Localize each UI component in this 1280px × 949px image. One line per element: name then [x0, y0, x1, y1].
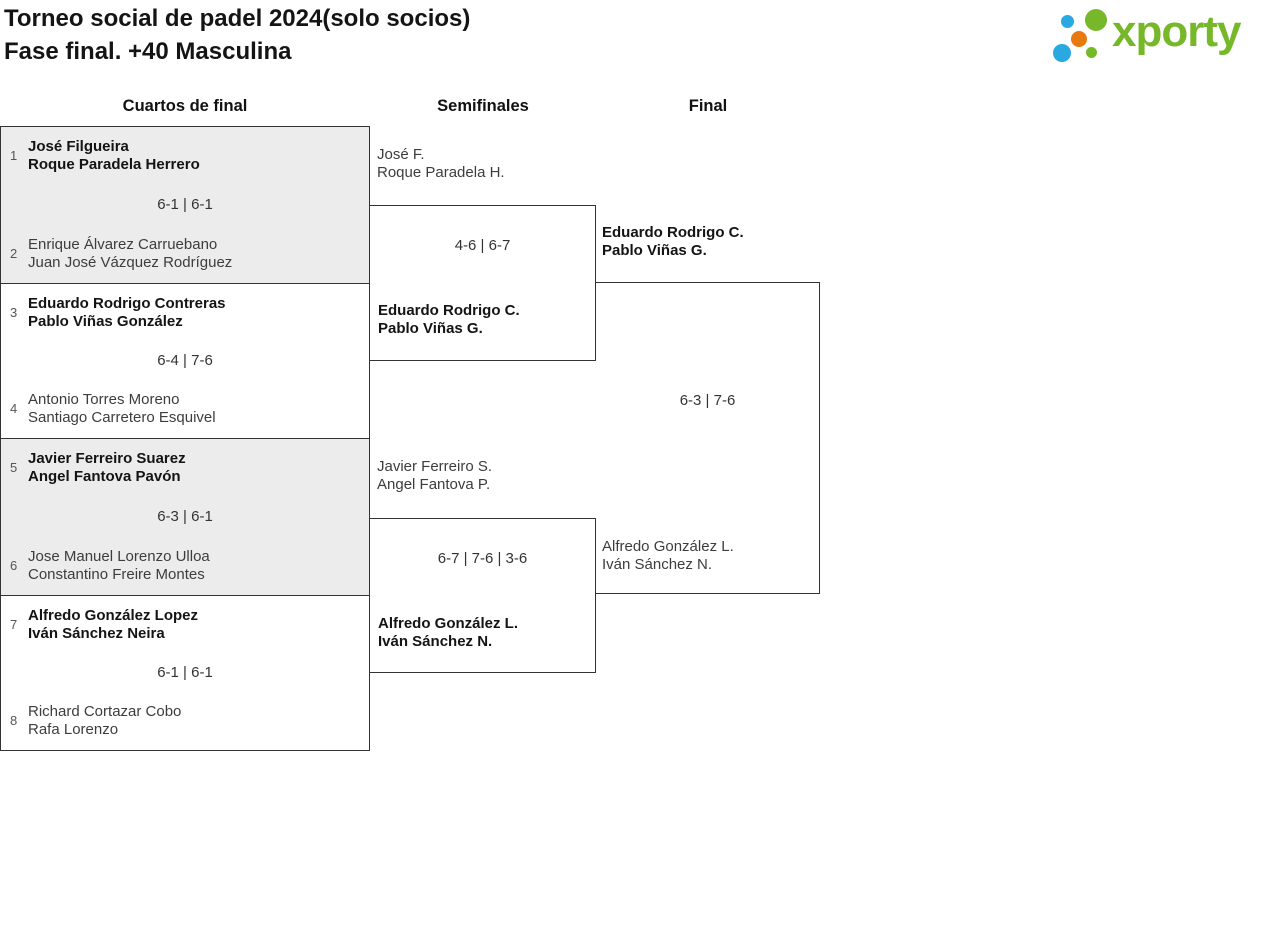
final-team-top: Eduardo Rodrigo C. Pablo Viñas G. — [602, 224, 744, 260]
player-name: Angel Fantova Pavón — [28, 468, 181, 485]
seed-number: 7 — [10, 617, 18, 632]
player-name: Pablo Viñas González — [28, 313, 183, 330]
player-name: Alfredo González L. — [378, 615, 519, 632]
player-name: Pablo Viñas G. — [602, 242, 707, 259]
player-name: Jose Manuel Lorenzo Ulloa — [28, 548, 210, 565]
logo-dot-green-large-icon — [1085, 9, 1107, 31]
match-score: 6-1 | 6-1 — [157, 664, 213, 681]
player-name: Iván Sánchez N. — [602, 556, 713, 573]
player-name: Eduardo Rodrigo Contreras — [28, 295, 226, 312]
player-name: Alfredo González Lopez — [28, 607, 199, 624]
seed-number: 1 — [10, 148, 18, 163]
seed-number: 6 — [10, 558, 18, 573]
player-name: Antonio Torres Moreno — [28, 391, 180, 408]
seed-number: 5 — [10, 460, 18, 475]
sf1-team-bottom: Eduardo Rodrigo C. Pablo Viñas G. — [378, 302, 520, 338]
player-name: Javier Ferreiro Suarez — [28, 450, 186, 467]
player-name: Alfredo González L. — [602, 538, 734, 555]
final-team-bottom: Alfredo González L. Iván Sánchez N. — [602, 538, 734, 574]
player-name: Eduardo Rodrigo C. — [602, 224, 744, 241]
qf-match-4: 7 Alfredo González Lopez Iván Sánchez Ne… — [1, 596, 369, 750]
round-header-semifinals: Semifinales — [437, 97, 529, 115]
player-name: Javier Ferreiro S. — [377, 458, 493, 475]
player-name: Pablo Viñas G. — [378, 320, 483, 337]
player-name: Angel Fantova P. — [377, 476, 491, 493]
team-pair: Enrique Álvarez Carruebano Juan José Váz… — [28, 236, 232, 272]
sf-match-2: 6-7 | 7-6 | 3-6 Alfredo González L. Iván… — [369, 518, 596, 673]
logo-wordmark: xporty — [1112, 7, 1241, 56]
sf2-team-bottom: Alfredo González L. Iván Sánchez N. — [378, 615, 518, 651]
player-name: Iván Sánchez Neira — [28, 625, 165, 642]
player-name: Iván Sánchez N. — [378, 633, 493, 650]
match-score: 6-3 | 6-1 — [157, 508, 213, 525]
player-name: José Filgueira — [28, 138, 129, 155]
logo-dot-blue-small-icon — [1061, 15, 1074, 28]
match-score: 4-6 | 6-7 — [454, 237, 511, 254]
tournament-title: Torneo social de padel 2024(solo socios) — [4, 5, 471, 32]
team-pair: José Filgueira Roque Paradela Herrero — [28, 138, 200, 174]
player-name: Enrique Álvarez Carruebano — [28, 236, 218, 253]
player-name: Richard Cortazar Cobo — [28, 703, 182, 720]
logo-dot-orange-icon — [1071, 31, 1087, 47]
sf1-team-top: José F. Roque Paradela H. — [377, 146, 505, 182]
qf-match-3: 5 Javier Ferreiro Suarez Angel Fantova P… — [1, 439, 369, 596]
player-name: Santiago Carretero Esquivel — [28, 409, 216, 426]
quarterfinals-column: 1 José Filgueira Roque Paradela Herrero … — [0, 126, 370, 751]
team-pair: Alfredo González Lopez Iván Sánchez Neir… — [28, 607, 198, 643]
logo-dot-green-small-icon — [1086, 47, 1097, 58]
player-name: Constantino Freire Montes — [28, 566, 205, 583]
round-header-quarterfinals: Cuartos de final — [122, 97, 248, 115]
team-pair: Jose Manuel Lorenzo Ulloa Constantino Fr… — [28, 548, 210, 584]
match-score: 6-1 | 6-1 — [157, 196, 213, 213]
final-connector-frame — [595, 282, 820, 594]
player-name: Juan José Vázquez Rodríguez — [28, 254, 233, 271]
seed-number: 2 — [10, 246, 18, 261]
sf-match-1: 4-6 | 6-7 Eduardo Rodrigo C. Pablo Viñas… — [369, 205, 596, 361]
sf2-team-top: Javier Ferreiro S. Angel Fantova P. — [377, 458, 492, 494]
round-header-final: Final — [688, 97, 728, 115]
player-name: José F. — [377, 146, 425, 163]
player-name: Eduardo Rodrigo C. — [378, 302, 520, 319]
seed-number: 8 — [10, 713, 18, 728]
qf-match-1: 1 José Filgueira Roque Paradela Herrero … — [1, 127, 369, 284]
qf-match-2: 3 Eduardo Rodrigo Contreras Pablo Viñas … — [1, 284, 369, 439]
team-pair: Richard Cortazar Cobo Rafa Lorenzo — [28, 703, 181, 739]
xporty-logo[interactable]: xporty — [1048, 0, 1280, 70]
player-name: Roque Paradela H. — [377, 164, 505, 181]
seed-number: 4 — [10, 401, 18, 416]
final-score: 6-3 | 7-6 — [679, 392, 736, 409]
logo-dot-blue-large-icon — [1053, 44, 1071, 62]
team-pair: Javier Ferreiro Suarez Angel Fantova Pav… — [28, 450, 186, 486]
seed-number: 3 — [10, 305, 18, 320]
player-name: Roque Paradela Herrero — [28, 156, 200, 173]
tournament-subtitle: Fase final. +40 Masculina — [4, 38, 292, 65]
team-pair: Antonio Torres Moreno Santiago Carretero… — [28, 391, 216, 427]
page-title: Torneo social de padel 2024(solo socios)… — [4, 2, 470, 68]
match-score: 6-4 | 7-6 — [157, 352, 213, 369]
team-pair: Eduardo Rodrigo Contreras Pablo Viñas Go… — [28, 295, 226, 331]
player-name: Rafa Lorenzo — [28, 721, 119, 738]
match-score: 6-7 | 7-6 | 3-6 — [437, 550, 528, 567]
